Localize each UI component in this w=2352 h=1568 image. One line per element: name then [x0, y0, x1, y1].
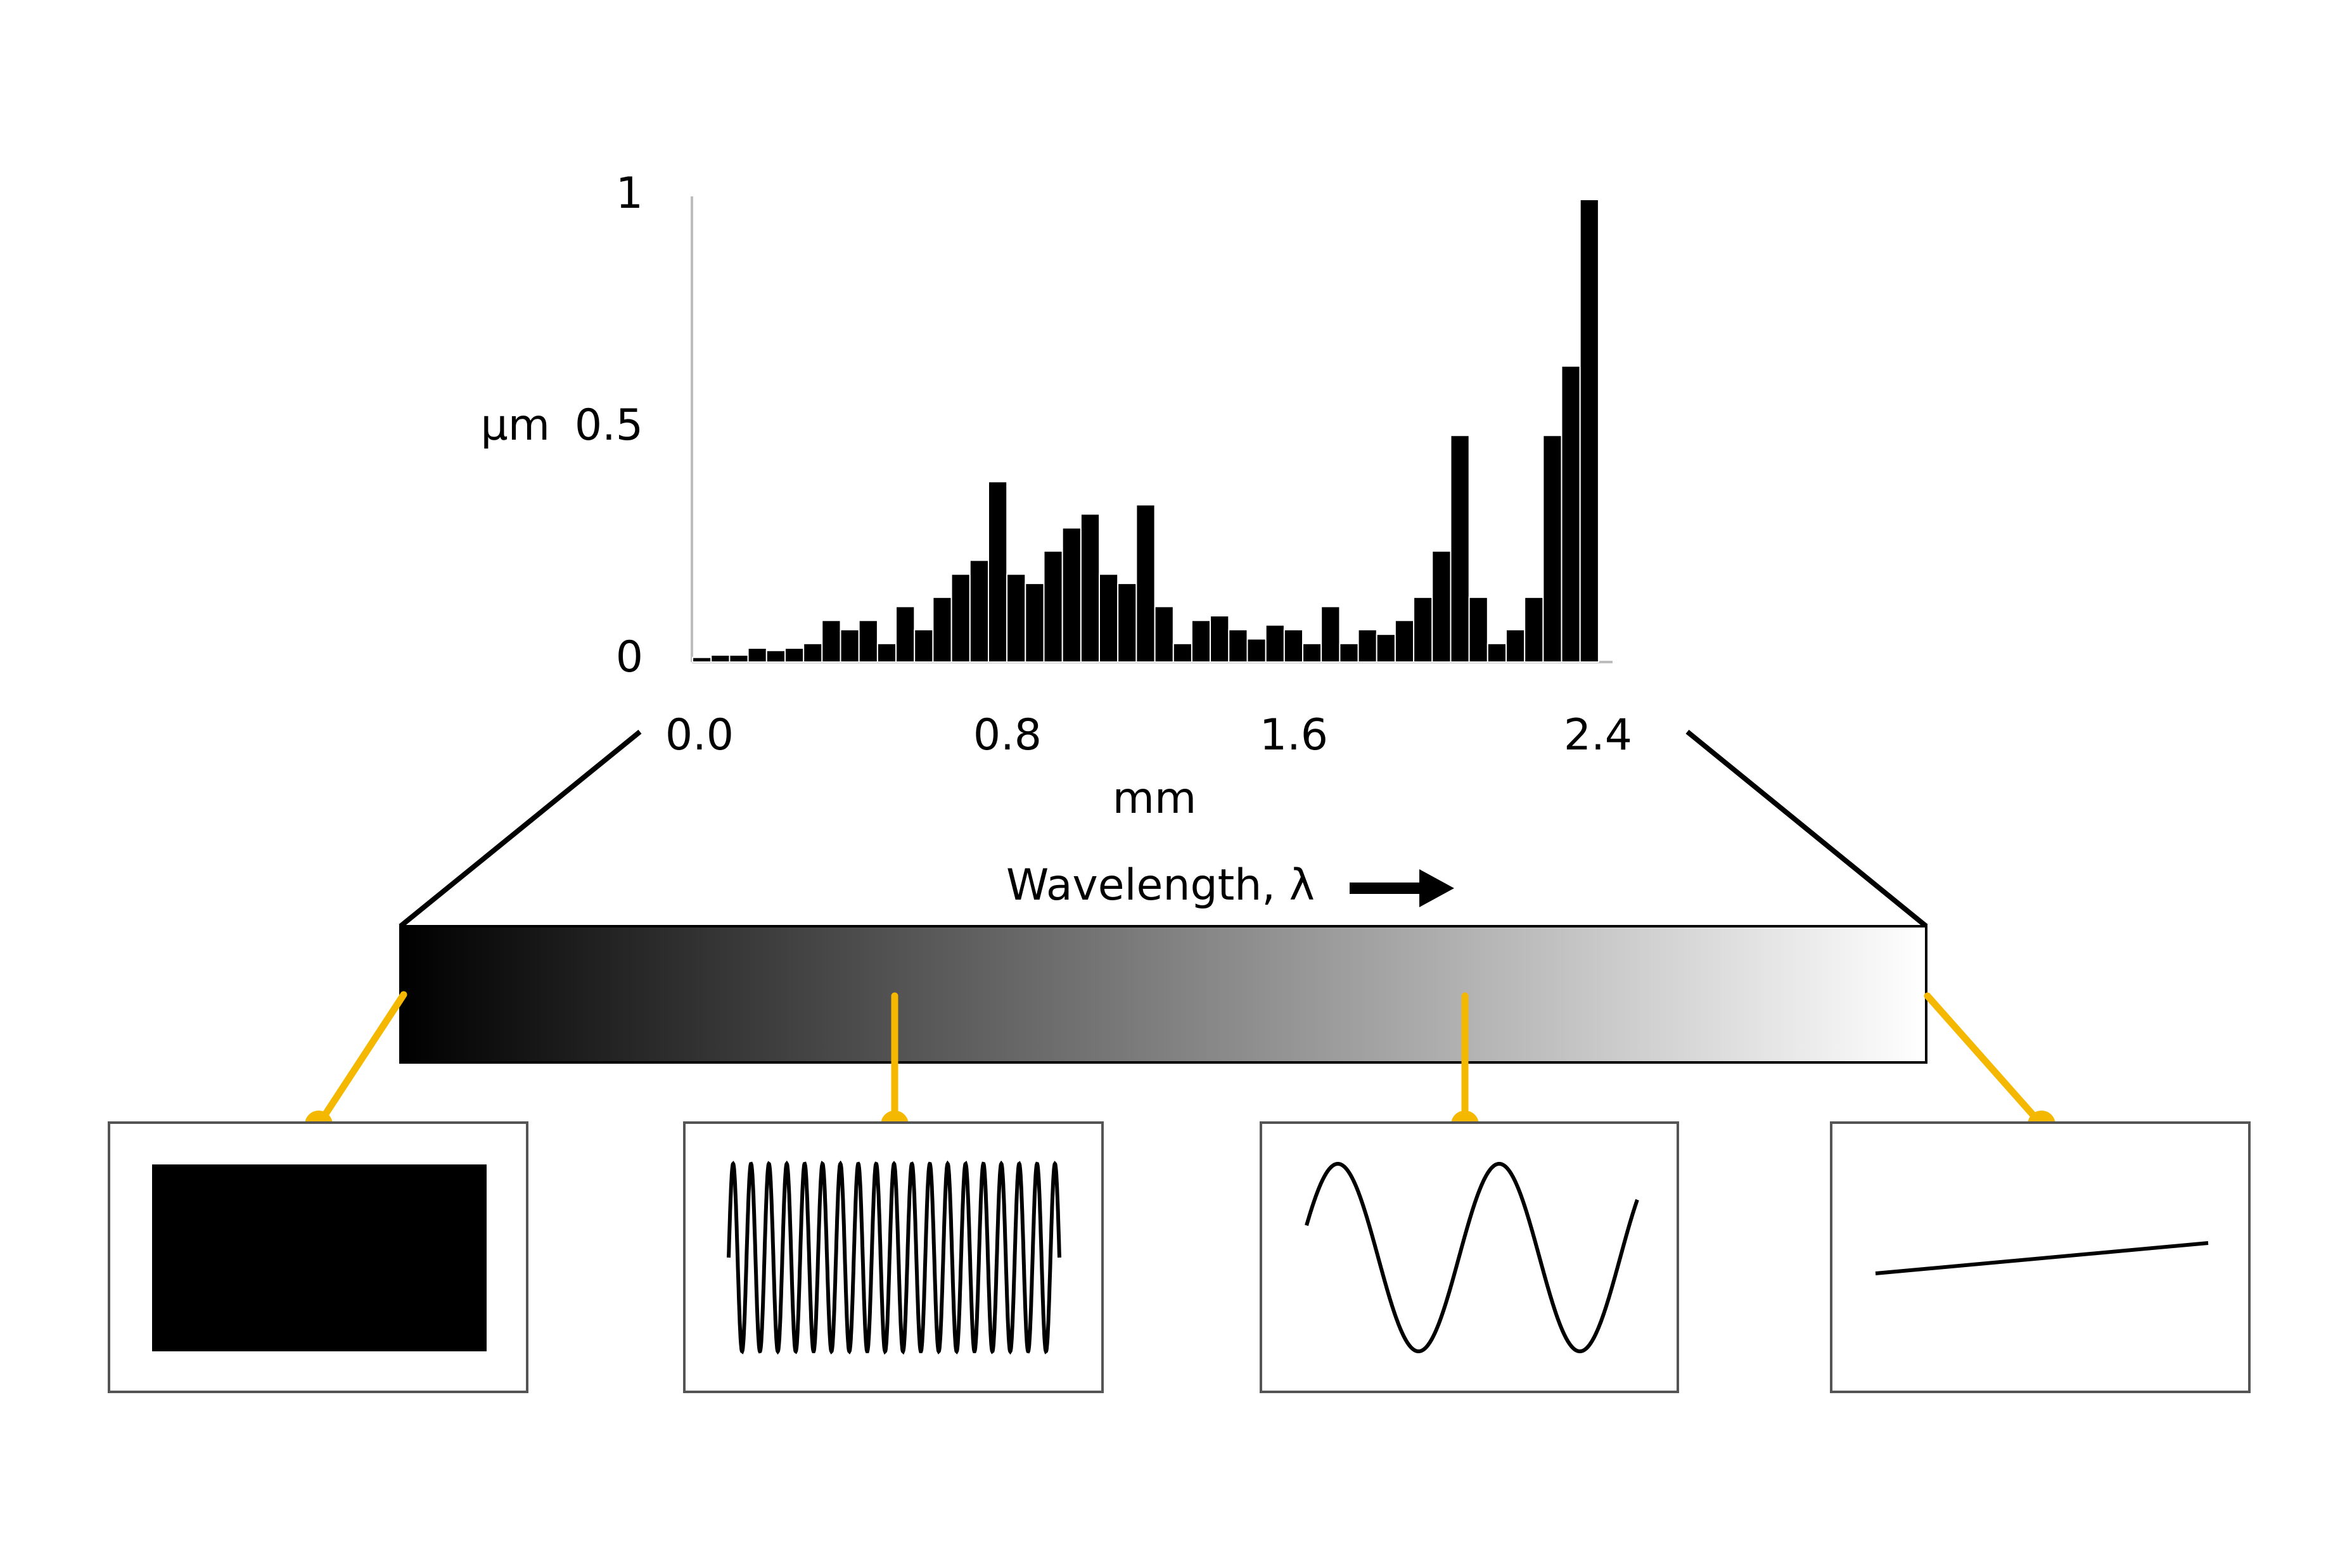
high-frequency-waveform [727, 1160, 1061, 1355]
solid-block-waveform [152, 1164, 487, 1351]
histogram-bar [1394, 620, 1415, 663]
x-tick-label-1: 0.8 [973, 710, 1042, 760]
histogram-bar [1320, 606, 1341, 663]
y-axis-label: µm [480, 400, 550, 450]
histogram-bar [821, 620, 841, 663]
x-tick-label-3: 2.4 [1564, 710, 1632, 760]
histogram-bar [988, 481, 1008, 663]
histogram-bar [1210, 615, 1230, 663]
y-tick-label-mid: 0.5 [575, 400, 643, 450]
histogram-bar [1172, 642, 1193, 663]
histogram-bar [692, 656, 712, 663]
histogram-bar [803, 642, 823, 663]
histogram-bar [784, 647, 805, 663]
y-tick-label-max: 1 [616, 169, 643, 219]
histogram-bar [1339, 642, 1359, 663]
histogram-bar [1006, 573, 1026, 663]
histogram-bar [1043, 550, 1063, 663]
panel-sloped-line [1830, 1121, 2251, 1393]
histogram-bar [1413, 596, 1433, 663]
histogram-bars [692, 199, 1599, 663]
zoom-line-right [1685, 729, 1928, 929]
histogram-bar [1524, 596, 1544, 663]
x-tick-label-2: 1.6 [1260, 710, 1328, 760]
low-frequency-waveform [1305, 1162, 1639, 1353]
histogram-bar [1025, 582, 1045, 663]
histogram-bar [1061, 527, 1082, 663]
histogram-bar [729, 654, 749, 663]
histogram-bar [747, 647, 767, 663]
histogram-bar [1099, 573, 1119, 663]
histogram-bar [932, 596, 952, 663]
histogram-bar [1154, 606, 1174, 663]
histogram-bar [1302, 642, 1322, 663]
panel-low-frequency-wave [1260, 1121, 1679, 1393]
histogram-bar [1228, 628, 1248, 663]
histogram-bar [1265, 624, 1285, 663]
histogram-bar [1486, 642, 1507, 663]
histogram-bar [1357, 628, 1377, 663]
histogram-bar [710, 654, 731, 663]
histogram-bar [1450, 435, 1470, 663]
histogram-bar [1561, 365, 1581, 663]
histogram-bar [969, 559, 990, 663]
panel-solid-block [108, 1121, 528, 1393]
wavelength-label: Wavelength, λ [1006, 860, 1315, 910]
histogram-bar [1376, 634, 1396, 663]
histogram-bar [1080, 513, 1101, 663]
histogram-bar [1283, 628, 1304, 663]
histogram-bar [858, 620, 878, 663]
histogram-bar [876, 642, 897, 663]
histogram-bar [1468, 596, 1488, 663]
histogram-bar [765, 649, 786, 663]
zoom-line-left [399, 729, 642, 929]
histogram-bar [950, 573, 971, 663]
histogram-bar [1117, 582, 1137, 663]
panel-high-frequency-wave [683, 1121, 1104, 1393]
histogram-bar [1135, 504, 1156, 663]
wavelength-gradient-bar [399, 925, 1927, 1064]
histogram-bar [1542, 435, 1563, 663]
histogram-bar [895, 606, 916, 663]
x-tick-label-0: 0.0 [665, 710, 734, 760]
histogram-bar [840, 628, 860, 663]
x-axis-label: mm [1113, 774, 1196, 824]
histogram-bar [1246, 638, 1267, 663]
y-tick-label-0: 0 [616, 632, 643, 682]
histogram-chart: 0 0.5 1 µm 0.0 0.8 1.6 2.4 mm [480, 169, 1632, 824]
histogram-bar [1579, 199, 1599, 663]
histogram-bar [914, 628, 934, 663]
histogram-bar [1191, 620, 1211, 663]
sloped-line-waveform [1875, 1241, 2209, 1275]
right-arrow-icon [1350, 869, 1454, 907]
histogram-bar [1505, 628, 1526, 663]
histogram-bar [1431, 550, 1452, 663]
